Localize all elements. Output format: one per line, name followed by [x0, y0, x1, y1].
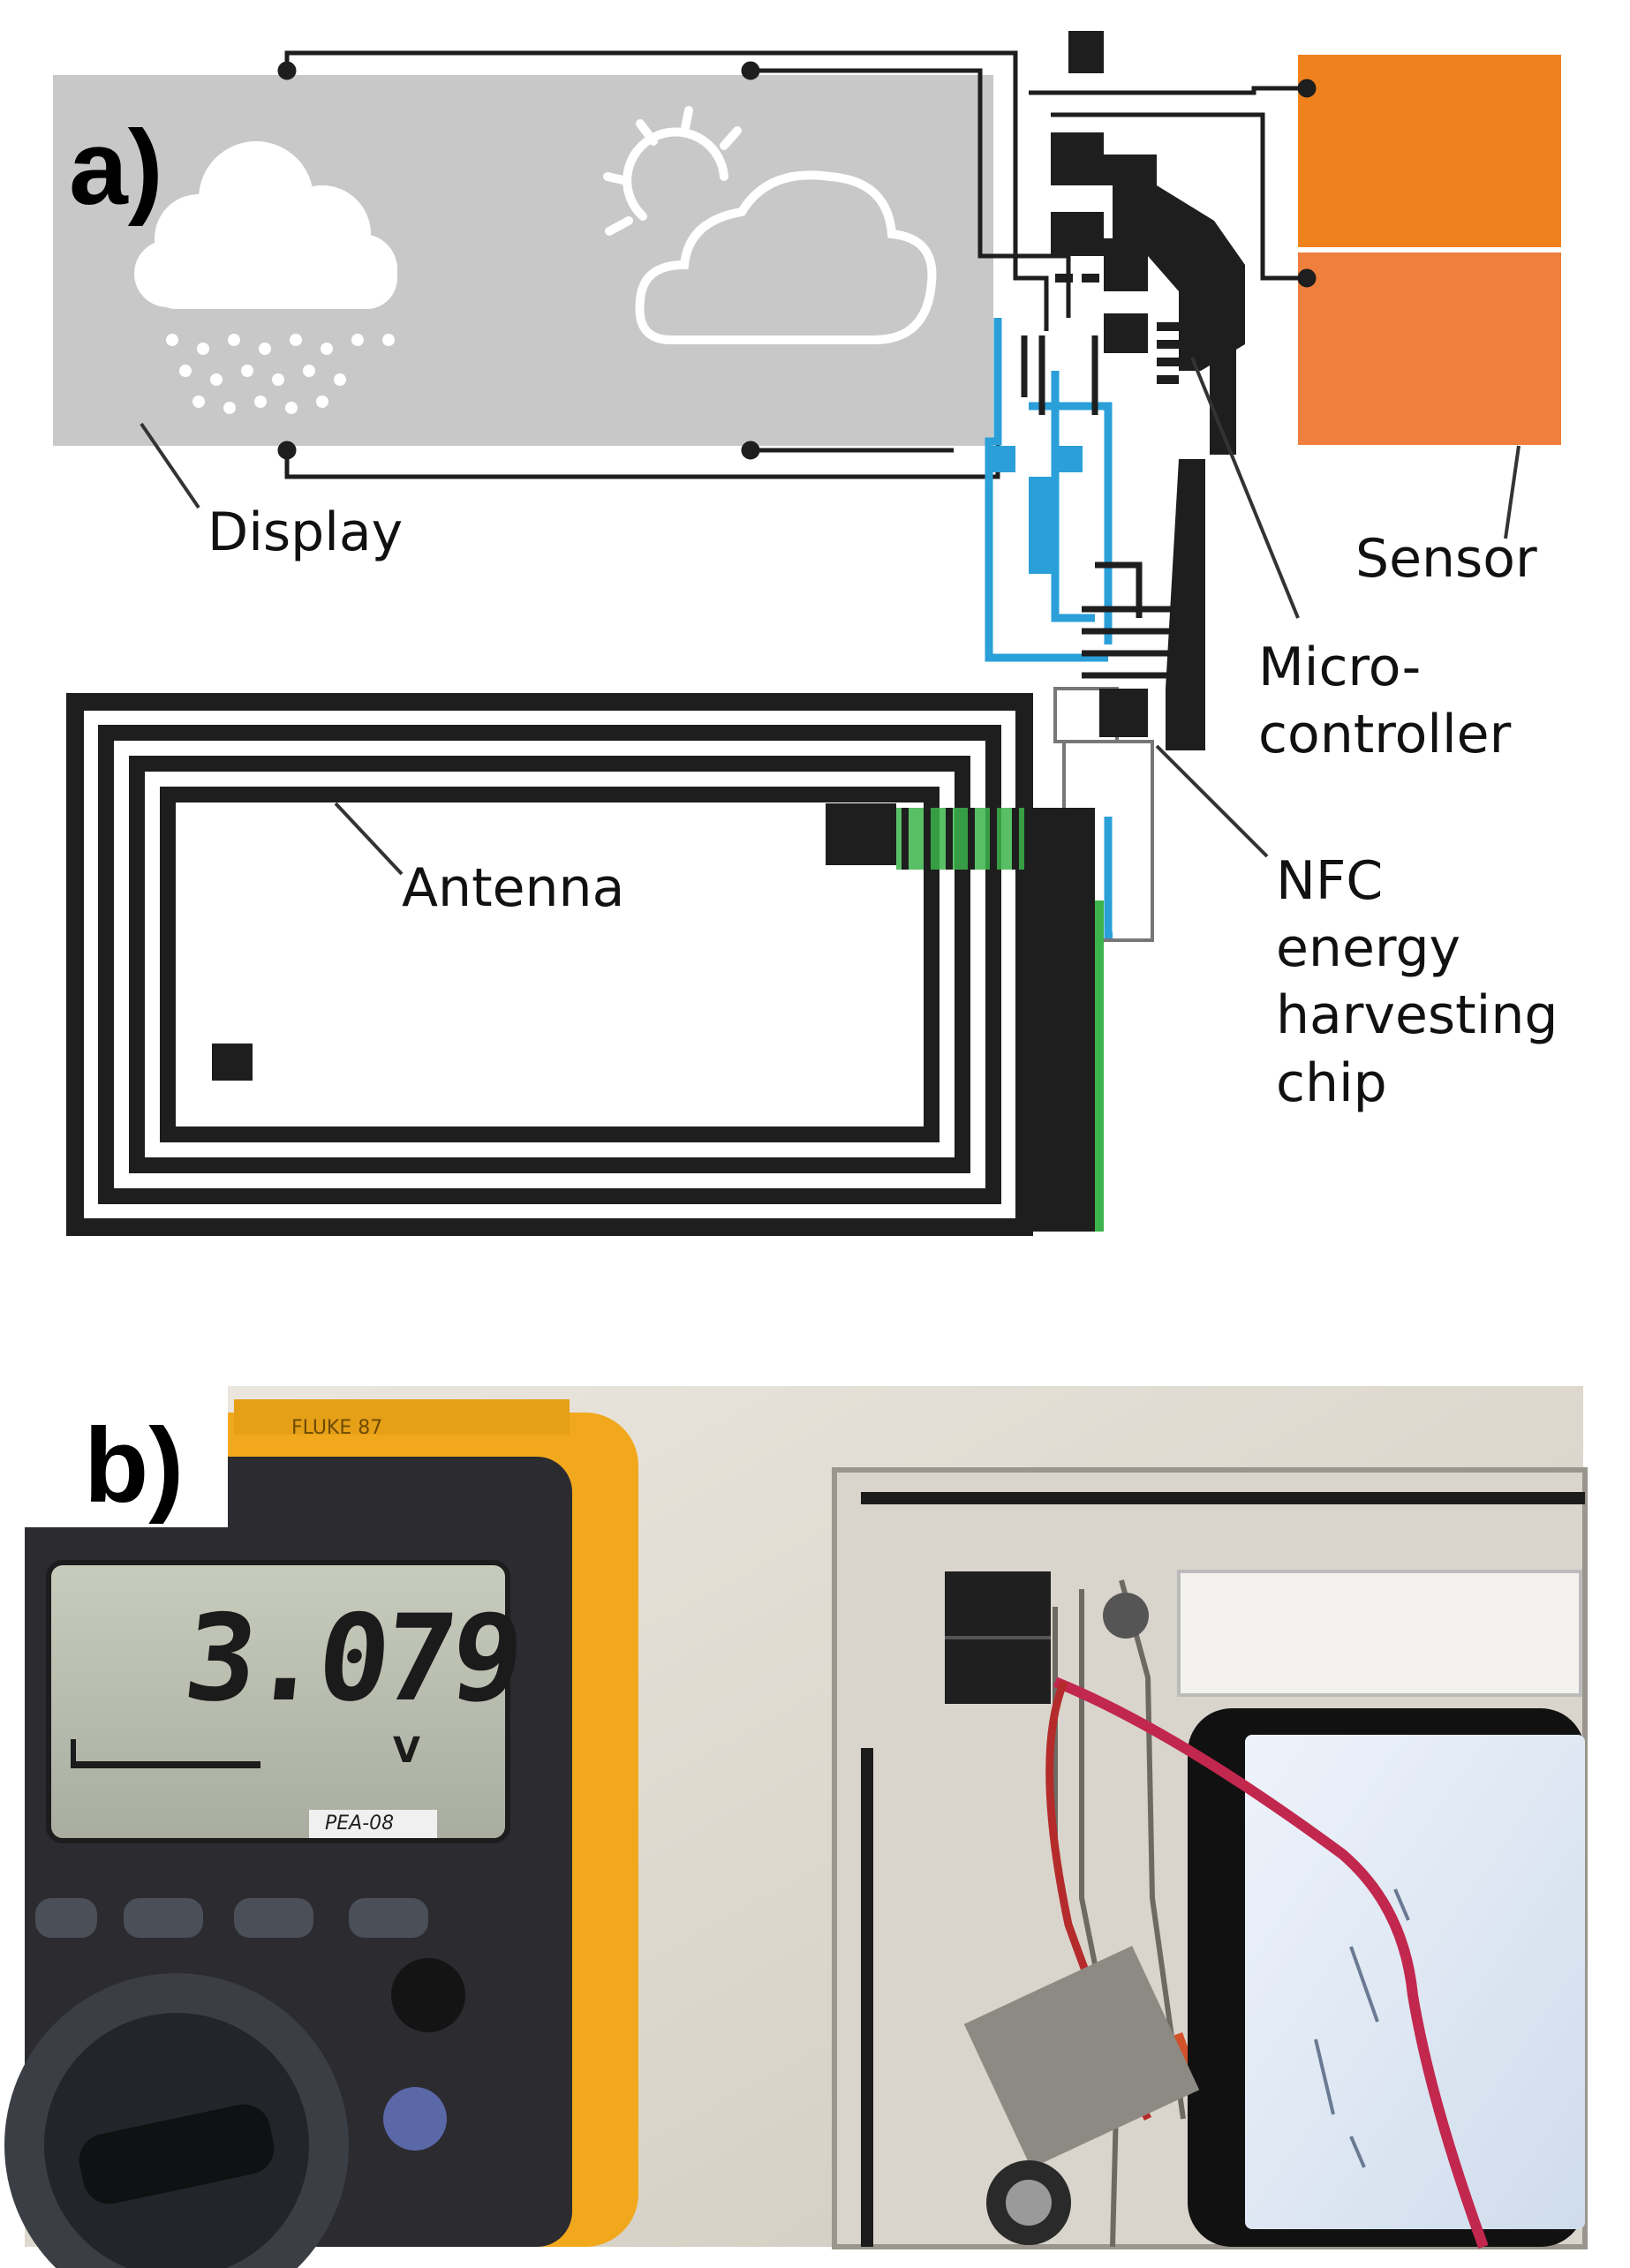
- antenna-pad-small: [212, 1044, 253, 1081]
- antenna-label: Antenna: [402, 857, 625, 919]
- red-wire-2: [1045, 1680, 1152, 2121]
- sensor-label: Sensor: [1355, 528, 1537, 590]
- antenna-connector: [1024, 808, 1095, 1232]
- multimeter-unit: V: [393, 1730, 420, 1771]
- antenna-bridge-lines: [902, 808, 1019, 870]
- bar-graph: [71, 1739, 260, 1768]
- wall-background: [25, 1386, 1583, 2247]
- board-chip: [1103, 1593, 1149, 1639]
- antenna-coil: [66, 693, 1033, 1236]
- multimeter-reading: 3.079: [177, 1589, 525, 1728]
- leader-lines: [140, 357, 1521, 876]
- panel-a-diagram: [53, 31, 1561, 1236]
- meter-tag: PEA-08: [325, 1812, 395, 1835]
- board-sensor-pad: [1177, 1570, 1582, 1697]
- board-component: [1136, 2032, 1199, 2095]
- sensor-bottom-pad: [1298, 252, 1561, 445]
- board-black-edge: [861, 1492, 1585, 1504]
- smartphone: [1188, 1708, 1585, 2247]
- nfc-chip-label: NFC energy harvesting chip: [1276, 850, 1558, 1114]
- sensor-top-pad: [1298, 55, 1561, 247]
- meter-buttons: [35, 1898, 428, 1938]
- alligator-clip: [963, 1946, 1200, 2245]
- green-trace: [1095, 900, 1104, 1232]
- panel-b-label-bg: [25, 1386, 228, 1527]
- rotary-dial: [4, 1973, 349, 2268]
- rain-cloud-icon: [134, 141, 397, 414]
- panel-b-label: b): [84, 1406, 185, 1525]
- partly-sunny-icon: [603, 106, 937, 344]
- blue-components: [991, 446, 1083, 574]
- board-display-pad: [945, 1571, 1051, 1704]
- board-circuit: [1053, 1579, 1186, 2248]
- display-label: Display: [208, 501, 404, 563]
- dial-button: [391, 1958, 465, 2032]
- microcontroller-label: Micro- controller: [1258, 637, 1512, 766]
- hold-button: [383, 2087, 447, 2151]
- microcontroller-traces: [1051, 31, 1245, 750]
- panel-a-label: a): [69, 109, 163, 227]
- board-frame: [832, 1467, 1588, 2249]
- antenna-pad-top: [826, 803, 896, 865]
- multimeter: [4, 1399, 638, 2268]
- red-wire: [1053, 1677, 1489, 2249]
- meter-brand: FLUKE 87: [291, 1417, 383, 1439]
- sensor-wiring: [1029, 79, 1317, 288]
- nfc-chip: [1099, 689, 1148, 737]
- board-black-strip: [861, 1748, 873, 2247]
- antenna-bridge: [896, 808, 1024, 870]
- microcontroller-chip: [1055, 274, 1179, 384]
- nfc-wiring: [1021, 335, 1174, 679]
